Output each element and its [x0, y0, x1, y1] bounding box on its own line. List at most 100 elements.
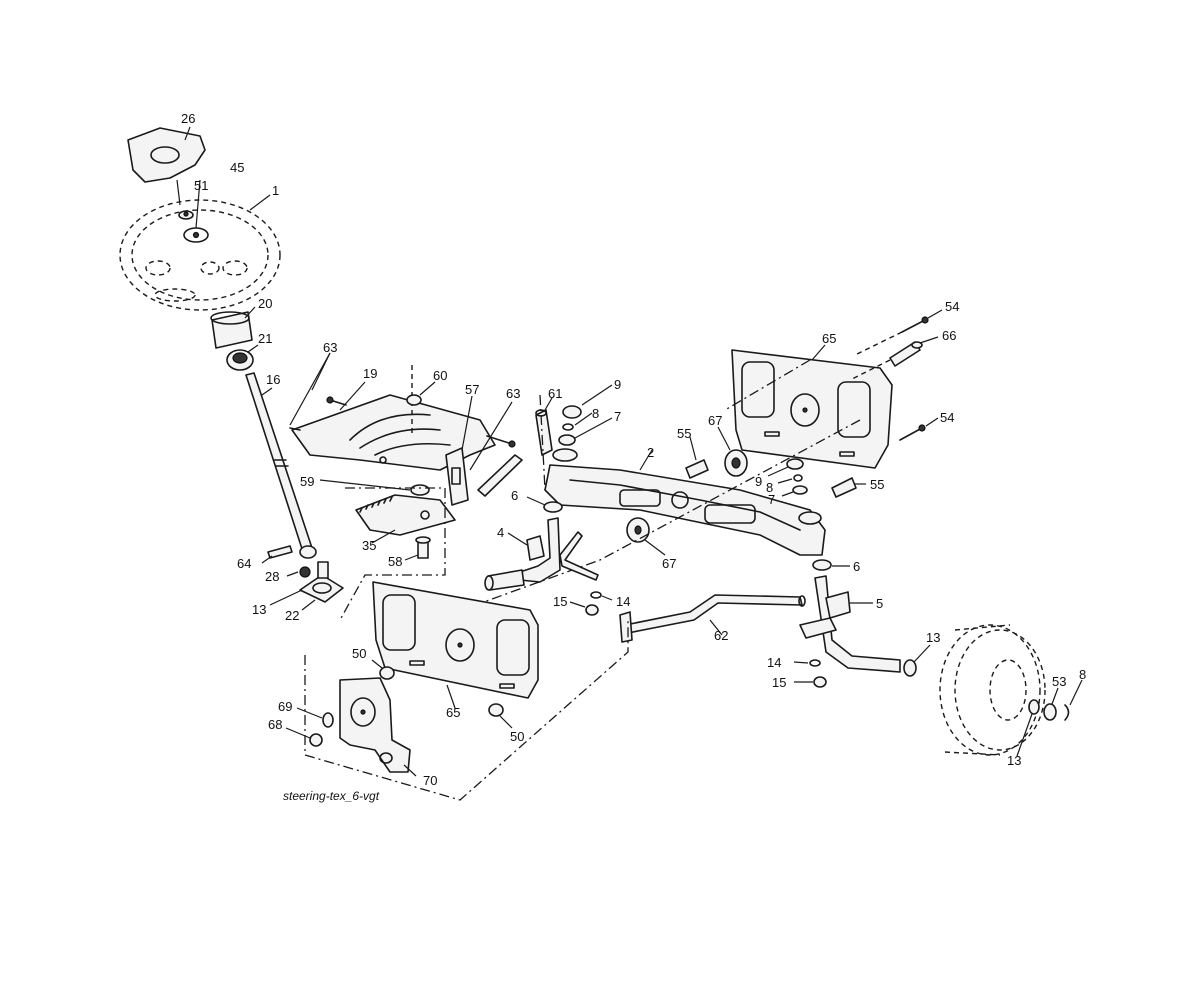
callout: 65: [822, 331, 836, 346]
callout: 4: [497, 525, 504, 540]
washer-part: [793, 474, 803, 482]
bolt-part: [849, 341, 923, 381]
callout: 55: [870, 477, 884, 492]
callout: 6: [511, 488, 518, 503]
callout: 59: [300, 474, 314, 489]
callout: 9: [755, 474, 762, 489]
callout: 21: [258, 331, 272, 346]
callout: 62: [714, 628, 728, 643]
bolt-part: [854, 316, 929, 356]
callout: 15: [553, 594, 567, 609]
washer-part: [809, 659, 821, 667]
callout: 69: [278, 699, 292, 714]
washer-part: [1028, 699, 1040, 715]
frame-plate-part: [372, 581, 539, 699]
callout: 1: [272, 183, 279, 198]
bushing-part: [626, 517, 650, 543]
callout: 2: [647, 445, 654, 460]
steering-cover-part: [127, 127, 206, 183]
callout: 8: [1079, 667, 1086, 682]
callout: 19: [363, 366, 377, 381]
nut-part: [299, 566, 311, 578]
callout: 9: [614, 377, 621, 392]
pin-part: [477, 454, 523, 497]
washer-part: [792, 485, 808, 495]
spacer-part: [831, 477, 857, 498]
nut-part: [379, 666, 395, 680]
steering-shaft-part: [245, 372, 317, 559]
steering-wheel-part: [119, 199, 281, 311]
tie-rod-part: [619, 594, 806, 643]
cap-part: [786, 458, 804, 470]
callout: 67: [708, 413, 722, 428]
callout: 64: [237, 556, 251, 571]
callout: 20: [258, 296, 272, 311]
nut-part: [488, 703, 504, 717]
sector-gear-part: [355, 494, 456, 536]
callout: 53: [1052, 674, 1066, 689]
callout: 26: [181, 111, 195, 126]
callout: 51: [194, 178, 208, 193]
spindle-part: [799, 575, 901, 673]
callout: 7: [614, 409, 621, 424]
washer-part: [590, 591, 602, 599]
callout: 65: [446, 705, 460, 720]
nut-part: [406, 394, 422, 406]
washer-part: [812, 559, 832, 571]
callout: 16: [266, 372, 280, 387]
callout: 28: [265, 569, 279, 584]
callout: 63: [323, 340, 337, 355]
callout: 66: [942, 328, 956, 343]
clip-part: [1064, 704, 1070, 721]
washer-part: [562, 423, 574, 431]
bolt-part: [415, 536, 431, 559]
frame-plate-part: [731, 349, 893, 469]
washer-part: [543, 501, 563, 513]
callout: 8: [592, 406, 599, 421]
callout: 58: [388, 554, 402, 569]
callout: 13: [1007, 753, 1021, 768]
callout: 14: [616, 594, 630, 609]
callout: 35: [362, 538, 376, 553]
steering-plate-part: [291, 394, 496, 471]
callout: 50: [510, 729, 524, 744]
callout: 60: [433, 368, 447, 383]
callout: 13: [252, 602, 266, 617]
bushing-part: [226, 349, 254, 371]
callout: 8: [766, 480, 773, 495]
spindle-part: [484, 517, 599, 591]
washer-part: [322, 712, 334, 728]
callout: 45: [230, 160, 244, 175]
callout: 61: [548, 386, 562, 401]
spacer-part: [685, 459, 709, 479]
adapter-part: [210, 311, 253, 349]
washer-part: [558, 434, 576, 446]
wheel-part: [939, 624, 1046, 756]
bushing-part: [724, 449, 748, 477]
callout: 54: [940, 410, 954, 425]
callout: 6: [853, 559, 860, 574]
washer-part: [1043, 703, 1057, 721]
callout: 50: [352, 646, 366, 661]
callout: 7: [768, 492, 775, 507]
callout: 70: [423, 773, 437, 788]
steering-bracket-part: [339, 677, 411, 773]
nut-part: [813, 676, 827, 688]
callout: 13: [926, 630, 940, 645]
nut-part: [585, 604, 599, 616]
callout-labels: 26 51 45 1 20 21 16 63 19 60 57 63 61 9 …: [181, 111, 1086, 788]
steering-bracket-part: [299, 561, 344, 603]
callout: 55: [677, 426, 691, 441]
bolt-part: [267, 545, 293, 559]
bolt-part: [899, 424, 926, 441]
nut-part: [178, 210, 194, 220]
bolt-part: [289, 396, 347, 431]
callout: 14: [767, 655, 781, 670]
diagram-caption: steering-tex_6-vgt: [283, 789, 380, 803]
callout: 57: [465, 382, 479, 397]
nut-part: [309, 733, 323, 747]
callout: 67: [662, 556, 676, 571]
callout: 54: [945, 299, 959, 314]
pin-part: [535, 409, 553, 456]
